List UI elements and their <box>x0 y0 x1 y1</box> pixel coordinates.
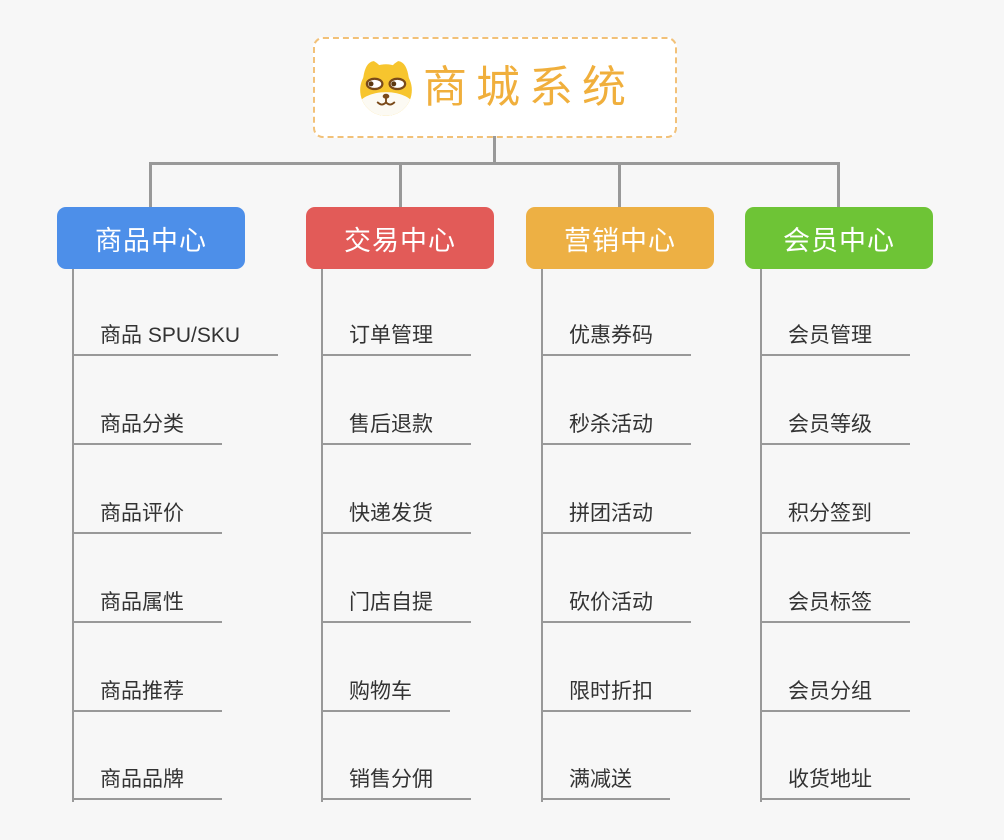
leaf-node[interactable]: 秒杀活动 <box>541 412 691 445</box>
leaf-node[interactable]: 收货地址 <box>760 767 910 800</box>
leaf-node[interactable]: 商品品牌 <box>72 767 222 800</box>
root-title: 商城系统 <box>423 62 635 112</box>
leaf-node[interactable]: 会员标签 <box>760 590 910 623</box>
leaf-node[interactable]: 商品 SPU/SKU <box>72 323 279 356</box>
leaf-node[interactable]: 商品推荐 <box>72 679 222 712</box>
branch-column-trade: 订单管理 售后退款 快递发货 门店自提 购物车 销售分佣 <box>321 269 471 802</box>
leaf-node[interactable]: 满减送 <box>541 767 670 800</box>
leaf-node[interactable]: 门店自提 <box>321 590 471 623</box>
leaf-node[interactable]: 限时折扣 <box>541 679 691 712</box>
branch-node-product-center[interactable]: 商品中心 <box>57 207 245 269</box>
leaf-node[interactable]: 商品分类 <box>72 412 222 445</box>
root-node-mall-system[interactable]: 商城系统 <box>313 37 677 138</box>
branch-column-marketing: 优惠券码 秒杀活动 拼团活动 砍价活动 限时折扣 满减送 <box>541 269 691 802</box>
leaf-node[interactable]: 优惠券码 <box>541 323 691 356</box>
leaf-node[interactable]: 购物车 <box>321 679 450 712</box>
connector-drop-marketing <box>618 162 621 207</box>
connector-root-stub <box>493 136 496 165</box>
branch-node-member-center[interactable]: 会员中心 <box>745 207 933 269</box>
leaf-node[interactable]: 销售分佣 <box>321 767 471 800</box>
dog-face-icon <box>355 59 417 117</box>
leaf-node[interactable]: 商品属性 <box>72 590 222 623</box>
leaf-node[interactable]: 订单管理 <box>321 323 471 356</box>
connector-drop-trade <box>399 162 402 207</box>
branch-column-products: 商品 SPU/SKU 商品分类 商品评价 商品属性 商品推荐 商品品牌 <box>72 269 279 802</box>
connector-horizontal-bar <box>149 162 840 165</box>
leaf-node[interactable]: 砍价活动 <box>541 590 691 623</box>
branch-node-marketing-center[interactable]: 营销中心 <box>526 207 714 269</box>
leaf-node[interactable]: 会员等级 <box>760 412 910 445</box>
branch-node-trade-center[interactable]: 交易中心 <box>306 207 494 269</box>
leaf-node[interactable]: 会员管理 <box>760 323 910 356</box>
leaf-node[interactable]: 售后退款 <box>321 412 471 445</box>
leaf-node[interactable]: 拼团活动 <box>541 501 691 534</box>
leaf-node[interactable]: 会员分组 <box>760 679 910 712</box>
connector-drop-members <box>837 162 840 207</box>
leaf-node[interactable]: 积分签到 <box>760 501 910 534</box>
leaf-node[interactable]: 商品评价 <box>72 501 222 534</box>
leaf-node[interactable]: 快递发货 <box>321 501 471 534</box>
branch-column-members: 会员管理 会员等级 积分签到 会员标签 会员分组 收货地址 <box>760 269 910 802</box>
connector-drop-products <box>149 162 152 207</box>
